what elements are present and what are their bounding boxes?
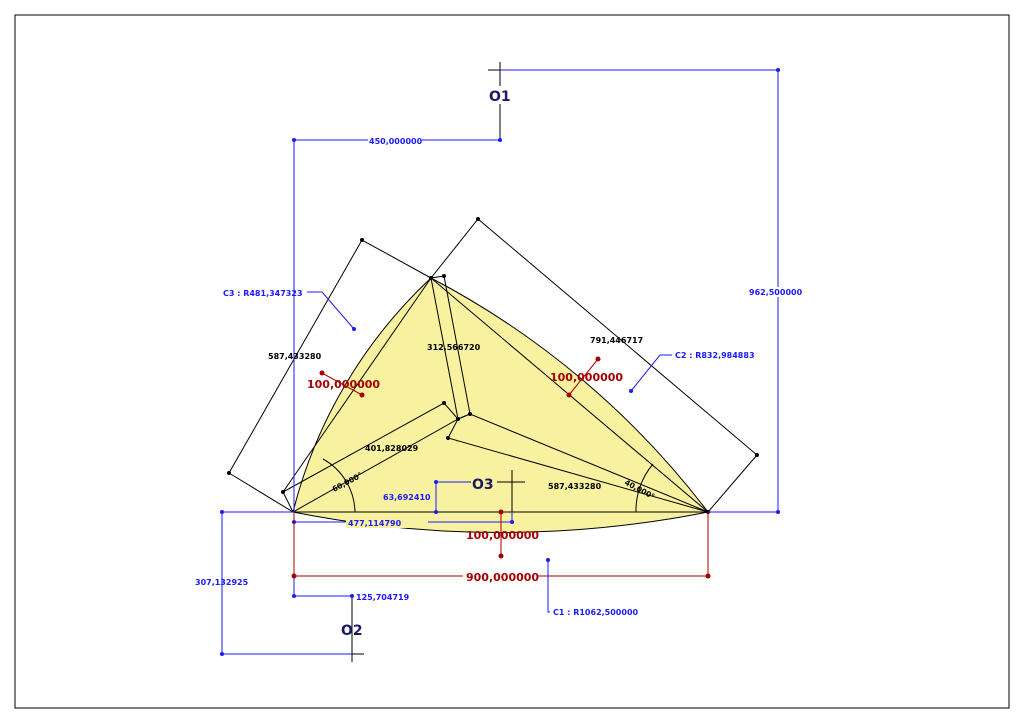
point [352, 327, 356, 331]
point [755, 453, 759, 457]
label-bg [748, 287, 802, 297]
point [429, 276, 433, 280]
dim-100-left-line [321, 372, 363, 396]
point [442, 401, 446, 405]
point [498, 509, 504, 515]
c2-leader [630, 354, 672, 392]
point [434, 480, 438, 484]
point [220, 652, 224, 656]
point [566, 392, 572, 398]
arc-label-c1: C1 : R1062,500000 [553, 608, 639, 617]
dim-label-100-left: 100,000000 [307, 378, 380, 391]
point [476, 217, 480, 221]
dim-100-right-line [568, 358, 599, 396]
center-label-o1: O1 [489, 89, 511, 105]
drawing-border [14, 14, 1010, 709]
dim-label-125: 125,704719 [356, 593, 410, 602]
point [776, 68, 780, 72]
point [546, 558, 550, 562]
construction-left [228, 239, 432, 513]
edge-top-left [282, 277, 432, 493]
dim-label-900: 900,000000 [466, 571, 539, 584]
c3-leader [307, 291, 355, 330]
label-bg [489, 86, 513, 104]
arc-label-c2: C2 : R832,984883 [675, 351, 755, 360]
dim-label-312: 312,566720 [427, 343, 481, 352]
point [498, 553, 504, 559]
point [360, 238, 364, 242]
point [220, 510, 224, 514]
point [595, 356, 601, 362]
label-bg [346, 518, 428, 528]
point [498, 138, 502, 142]
dim-label-100-bottom: 100,000000 [466, 529, 539, 542]
dim-307-line [221, 511, 352, 655]
dim-label-401: 401,828029 [365, 444, 419, 453]
dim-label-587-center: 587,433280 [548, 482, 602, 491]
construction-right [430, 218, 758, 513]
point [319, 370, 325, 376]
point [510, 520, 514, 524]
arc-label-c3: C3 : R481,347323 [223, 289, 303, 298]
point [281, 490, 285, 494]
dim-125-line [293, 512, 352, 597]
dim-label-477: 477,114790 [348, 519, 402, 528]
point [629, 389, 633, 393]
dim-label-587-left: 587,433280 [268, 352, 322, 361]
label-bg [463, 571, 537, 583]
point [292, 594, 296, 598]
center-label-o3: O3 [472, 477, 494, 493]
dim-label-100-right: 100,000000 [550, 371, 623, 384]
c1-leader [547, 560, 550, 613]
angle-arc-40 [635, 463, 654, 513]
point [291, 573, 297, 579]
point [359, 392, 365, 398]
angle-arc-60 [322, 458, 356, 513]
dim-label-791: 791,446717 [590, 336, 643, 345]
point [227, 471, 231, 475]
dim-label-450: 450,000000 [369, 137, 423, 146]
dim-label-962: 962,500000 [749, 288, 803, 297]
point [292, 138, 296, 142]
point [456, 417, 460, 421]
dim-label-307: 307,132925 [195, 578, 249, 587]
point [705, 573, 711, 579]
center-label-o2: O2 [341, 623, 363, 639]
point [446, 436, 450, 440]
label-bg [368, 136, 422, 146]
point [434, 510, 438, 514]
point [350, 594, 354, 598]
label-bg [471, 475, 497, 490]
point [442, 274, 446, 278]
dim-label-63: 63,692410 [383, 493, 431, 502]
point [468, 412, 472, 416]
